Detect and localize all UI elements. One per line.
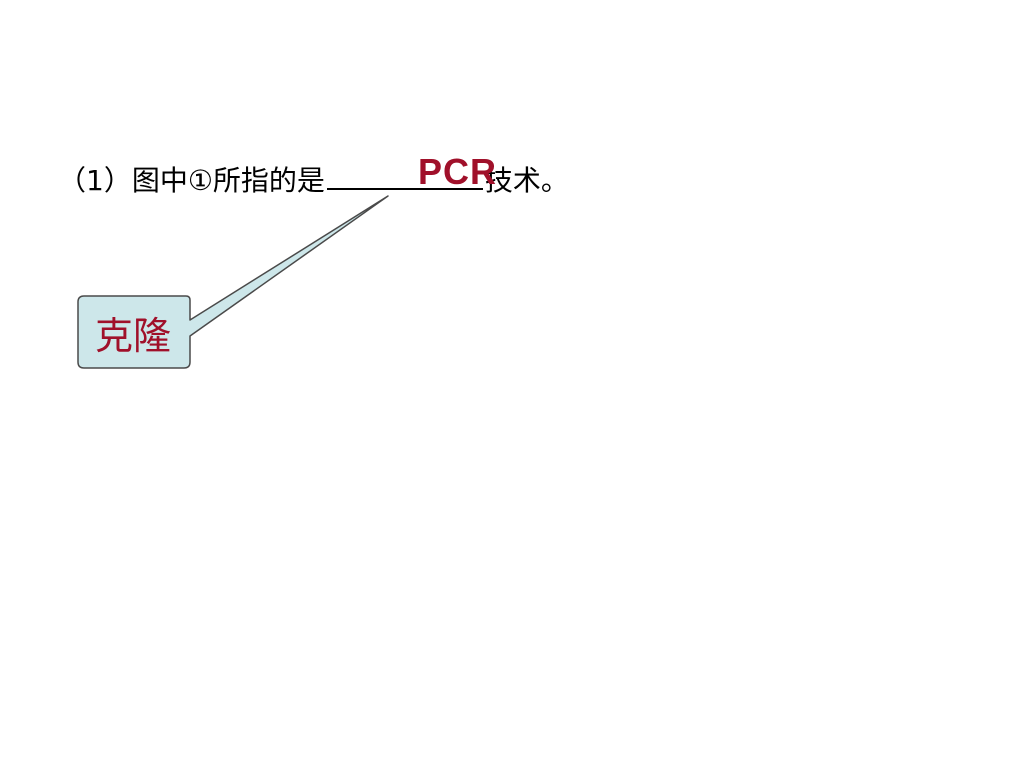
question-suffix: 技术。 <box>484 164 569 197</box>
question-prefix: （1）图中①所指的是 <box>58 164 325 197</box>
question-text: （1）图中①所指的是 技术。 <box>58 160 569 201</box>
answer-text: PCR <box>418 151 498 192</box>
answer-blank <box>326 160 483 190</box>
callout-shape <box>77 195 389 369</box>
callout-label: 克隆 <box>94 313 171 358</box>
